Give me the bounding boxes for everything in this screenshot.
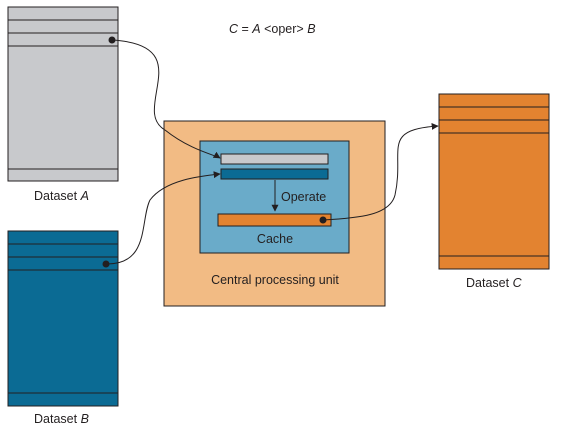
operate-label: Operate xyxy=(281,190,326,204)
dataset-a xyxy=(7,6,119,182)
dataset-b-label: Dataset B xyxy=(34,412,89,426)
dataset-b xyxy=(7,230,119,407)
cpu-label: Central processing unit xyxy=(211,273,339,287)
flow-arrow-b-to-cache xyxy=(105,171,221,265)
dataset-c-label: Dataset C xyxy=(466,276,523,290)
flow-arrow-a-to-cache xyxy=(111,39,221,159)
dataset-b-body xyxy=(7,230,119,407)
dataset-a-label: Dataset A xyxy=(34,189,89,203)
cache-slot-c xyxy=(217,213,332,227)
dataset-c-body xyxy=(438,93,550,270)
dataset-c xyxy=(438,93,550,270)
dataset-a-body xyxy=(7,6,119,182)
cache-slot-b xyxy=(220,168,329,180)
cache-slot-a xyxy=(220,153,329,165)
flow-arrow-cache-to-c xyxy=(322,122,439,221)
formula: C = A <oper> B xyxy=(229,22,316,36)
cache-label: Cache xyxy=(257,232,293,246)
